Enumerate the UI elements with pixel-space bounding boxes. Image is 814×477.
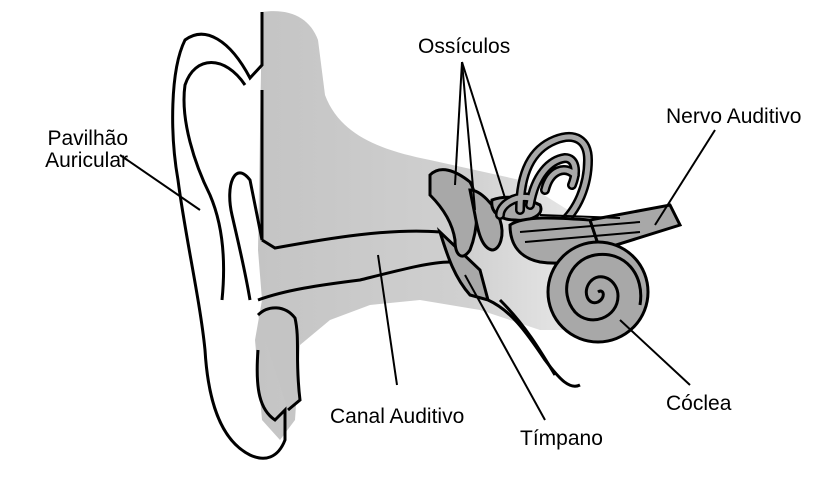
label-coclea: Cóclea	[666, 393, 731, 415]
label-ossiculos: Ossículos	[418, 36, 510, 58]
label-pavilhao-auricular: Pavilhão Auricular	[10, 128, 128, 172]
label-pavilhao-line1: Pavilhão	[10, 128, 128, 150]
label-pavilhao-line2: Auricular	[10, 150, 128, 172]
pinna-concha	[230, 90, 262, 300]
label-canal-auditivo: Canal Auditivo	[330, 406, 464, 428]
leader-coclea	[620, 320, 690, 385]
leader-nervo	[655, 130, 715, 225]
label-timpano: Tímpano	[520, 428, 603, 450]
label-nervo-auditivo: Nervo Auditivo	[666, 106, 801, 128]
leader-pavilhao	[120, 155, 200, 210]
